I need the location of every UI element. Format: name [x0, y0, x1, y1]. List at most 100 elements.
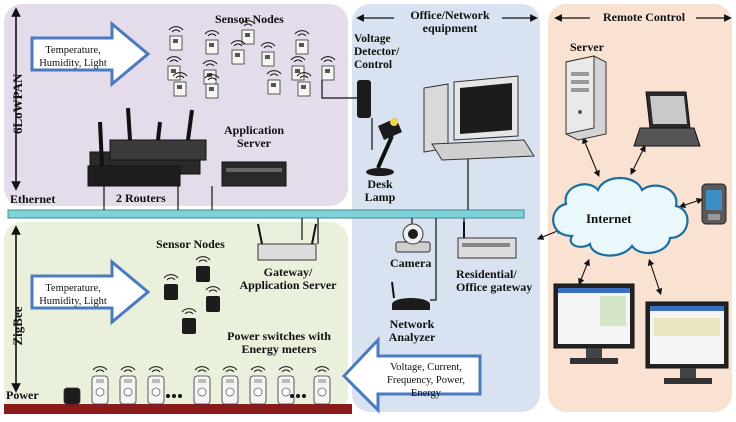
- power-data-arrow: [341, 336, 482, 414]
- ethernet-label: Ethernet: [10, 192, 56, 206]
- residential-gateway-label: Residential/ Office gateway: [456, 267, 533, 295]
- ellipsis-dot-icon: [302, 394, 306, 398]
- power-arrow-line3: Energy: [410, 388, 442, 400]
- wireless-sensor-icon: [260, 42, 276, 67]
- zigbee-sensor-group: [163, 256, 221, 334]
- power-switch-icon: [119, 366, 137, 405]
- power-switch-icon: [277, 366, 295, 405]
- wireless-sensor-icon: [204, 74, 220, 99]
- wireless-sensor-icon: [168, 26, 184, 51]
- desk-lamp-line1: Desk: [367, 177, 393, 191]
- lowpan-data-arrow: [30, 20, 151, 88]
- lowpan-arrow-line2: Humidity, Light: [39, 58, 107, 70]
- network-analyzer-icon: [391, 281, 430, 310]
- office-title: Office/Network equipment: [396, 8, 504, 36]
- app-server-label: Application Server: [212, 123, 296, 151]
- power-label: Power: [6, 388, 39, 402]
- wireless-sensor-icon: [181, 308, 197, 334]
- voltage-detector-line1: Voltage: [354, 33, 391, 45]
- zigbee-sensor-nodes-label: Sensor Nodes: [156, 237, 225, 251]
- ellipsis-dot-icon: [178, 394, 182, 398]
- power-switches-line1: Power switches with: [227, 329, 331, 343]
- desk-lamp-line2: Lamp: [364, 190, 396, 205]
- power-switch-icon: [249, 366, 267, 405]
- remote-monitor-right: [645, 301, 729, 384]
- wireless-sensor-icon: [320, 56, 336, 81]
- zigbee-gateway-label: Gateway/ Application Server: [228, 265, 348, 293]
- zigbee-arrow-text: Temperature, Humidity, Light: [30, 282, 116, 308]
- gateway-line1: Residential/: [456, 267, 517, 281]
- voltage-detector-icon: [357, 80, 371, 118]
- voltage-detector-label: Voltage Detector/ Control: [354, 33, 399, 72]
- wireless-sensor-icon: [204, 30, 220, 55]
- zigbee-gateway-line1: Gateway/: [263, 265, 313, 279]
- lowpan-arrow-line1: Temperature,: [45, 45, 101, 56]
- remote-title: Remote Control: [602, 10, 686, 24]
- app-server-line1: Application: [223, 123, 284, 137]
- laptop-icon: [633, 91, 701, 147]
- power-switch-icon: [193, 366, 211, 405]
- power-switch-icon: [313, 366, 331, 405]
- power-arrow-text: Voltage, Current, Frequency, Power, Ener…: [374, 361, 478, 400]
- routers-label: 2 Routers: [116, 191, 166, 205]
- wireless-sensor-icon: [230, 40, 246, 65]
- internet-label: Internet: [586, 211, 632, 226]
- camera-icon: [395, 223, 431, 253]
- ellipsis-dot-icon: [172, 394, 176, 398]
- lowpan-zone-label: 6LoWPAN: [10, 73, 25, 134]
- server-tower-icon: [565, 55, 607, 141]
- desk-lamp-label: Desk Lamp: [356, 177, 404, 205]
- analyzer-line2: Analyzer: [388, 330, 436, 345]
- server-label: Server: [570, 40, 604, 54]
- zigbee-data-arrow: [30, 258, 151, 326]
- gateway-icon: [457, 222, 517, 259]
- voltage-detector-line3: Control: [354, 58, 393, 71]
- ellipsis-dot-icon: [296, 394, 300, 398]
- power-bus: [4, 404, 352, 414]
- desktop-computer-icon: [423, 75, 535, 161]
- app-server-line2: Server: [237, 136, 271, 151]
- gateway-line2: Office gateway: [456, 280, 533, 295]
- wireless-sensor-icon: [296, 72, 312, 97]
- wireless-sensor-icon: [294, 30, 310, 55]
- office-title-line1: Office/Network: [410, 8, 490, 22]
- lowpan-arrow-text: Temperature, Humidity, Light: [30, 44, 116, 70]
- power-switch-icon: [147, 366, 165, 405]
- power-switches-line2: Energy meters: [241, 342, 317, 357]
- network-analyzer-label: Network Analyzer: [380, 317, 444, 345]
- remote-monitor-left: [553, 283, 635, 364]
- wireless-sensor-icon: [266, 70, 282, 95]
- ellipsis-dot-icon: [166, 394, 170, 398]
- power-switch-icon: [91, 366, 109, 405]
- power-switch-icon: [221, 366, 239, 405]
- wireless-sensor-icon: [172, 72, 188, 97]
- zigbee-gateway-line2: Application Server: [239, 278, 337, 293]
- zigbee-gateway-icon: [257, 223, 317, 261]
- zigbee-zone-label: ZigBee: [10, 306, 25, 346]
- power-switch-group: [63, 366, 331, 405]
- ethernet-bus: [7, 209, 525, 219]
- power-switch-icon: [63, 387, 81, 405]
- zone-zigbee: [4, 222, 348, 412]
- camera-label: Camera: [390, 256, 432, 270]
- application-server-icon: [221, 161, 287, 187]
- zigbee-arrow-line2: Humidity, Light: [39, 296, 107, 308]
- desk-lamp-icon: [366, 118, 402, 176]
- ellipsis-dot-icon: [290, 394, 294, 398]
- router-icon: [87, 107, 207, 187]
- analyzer-line1: Network: [389, 317, 435, 331]
- zigbee-arrow-line1: Temperature,: [45, 283, 101, 294]
- wireless-sensor-icon: [163, 274, 179, 300]
- office-title-line2: equipment: [422, 21, 478, 36]
- power-arrow-line2: Frequency, Power,: [387, 375, 465, 387]
- lowpan-sensor-group: [166, 20, 336, 99]
- wireless-sensor-icon: [195, 256, 211, 282]
- power-arrow-line1: Voltage, Current,: [390, 362, 462, 373]
- power-switches-label: Power switches with Energy meters: [214, 329, 344, 357]
- pda-icon: [701, 183, 727, 225]
- voltage-detector-line2: Detector/: [354, 45, 400, 58]
- lowpan-sensor-nodes-label: Sensor Nodes: [215, 12, 284, 26]
- internet-cloud-icon: [552, 177, 689, 257]
